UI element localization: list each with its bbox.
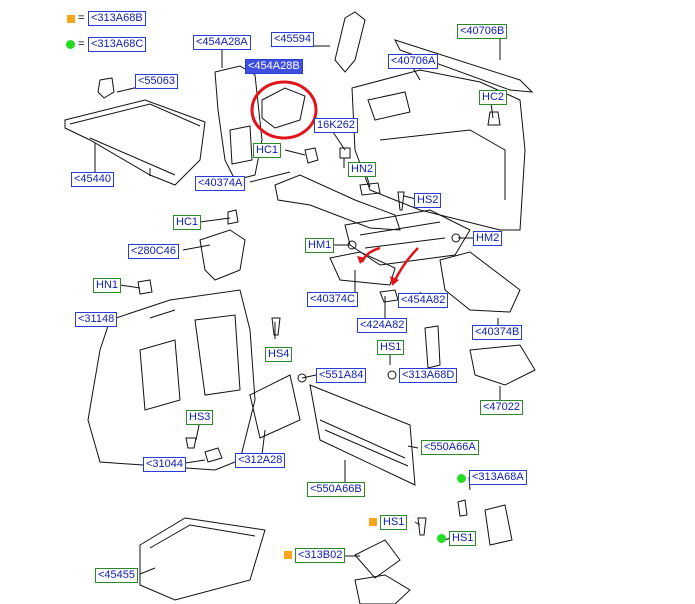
label-HC1-top[interactable]: HC1 [253, 143, 282, 158]
label-312A28[interactable]: <312A28 [235, 453, 286, 468]
label-40706B[interactable]: <40706B [457, 24, 508, 39]
label-47022[interactable]: <47022 [480, 400, 524, 415]
label-40706A[interactable]: <40706A [388, 54, 439, 69]
label-31148[interactable]: <31148 [75, 312, 118, 327]
label-550A66A[interactable]: <550A66A [421, 440, 479, 455]
label-HS1-low[interactable]: HS1 [380, 515, 408, 530]
label-454A28A[interactable]: <454A28A [193, 35, 251, 50]
highlight-circle [250, 80, 318, 140]
legend-dot-icon [66, 40, 75, 49]
label-40374C[interactable]: <40374C [307, 292, 358, 307]
label-45440[interactable]: <45440 [71, 172, 115, 187]
label-40374A[interactable]: <40374A [195, 176, 246, 191]
red-arrow-right [392, 247, 419, 283]
label-HS3[interactable]: HS3 [186, 410, 214, 425]
label-454A82[interactable]: <454A82 [398, 293, 449, 308]
label-31044[interactable]: <31044 [143, 457, 187, 472]
label-HN2[interactable]: HN2 [348, 162, 377, 177]
legend-equals: = [78, 12, 85, 24]
label-HS2[interactable]: HS2 [414, 193, 442, 208]
label-550A66B[interactable]: <550A66B [307, 482, 365, 497]
label-40374B[interactable]: <40374B [472, 325, 523, 340]
legend-dot-label[interactable]: <313A68C [88, 37, 147, 52]
label-55063[interactable]: <55063 [135, 74, 179, 89]
red-arrow-right-head [390, 276, 399, 286]
label-280C46[interactable]: <280C46 [128, 244, 179, 259]
label-HC1-mid[interactable]: HC1 [173, 215, 202, 230]
label-HM2[interactable]: HM2 [473, 231, 503, 246]
label-HN1[interactable]: HN1 [93, 278, 122, 293]
legend-square-icon [67, 15, 75, 23]
label-313A68D[interactable]: <313A68D [399, 368, 458, 383]
label-45455[interactable]: <45455 [95, 568, 139, 583]
square-icon-313B02 [284, 551, 292, 559]
label-HS1-right[interactable]: HS1 [449, 531, 477, 546]
label-313A68A[interactable]: <313A68A [469, 470, 527, 485]
dot-icon-HS1 [437, 534, 446, 543]
label-HS4[interactable]: HS4 [265, 347, 293, 362]
square-icon-HS1 [369, 518, 377, 526]
label-HC2[interactable]: HC2 [479, 90, 508, 105]
dot-icon-313A68A [457, 474, 466, 483]
legend-equals-2: = [78, 38, 85, 50]
label-424A82[interactable]: <424A82 [357, 318, 408, 333]
label-551A84[interactable]: <551A84 [316, 368, 367, 383]
label-HS1-mid[interactable]: HS1 [377, 340, 405, 355]
label-454A28B[interactable]: <454A28B [245, 59, 303, 74]
legend-square-label[interactable]: <313A68B [88, 11, 146, 26]
label-313B02[interactable]: <313B02 [295, 548, 346, 563]
label-16K262[interactable]: 16K262 [314, 118, 358, 133]
label-HM1[interactable]: HM1 [305, 238, 335, 253]
label-45594[interactable]: <45594 [271, 32, 315, 47]
red-arrow-left-head [357, 256, 366, 264]
